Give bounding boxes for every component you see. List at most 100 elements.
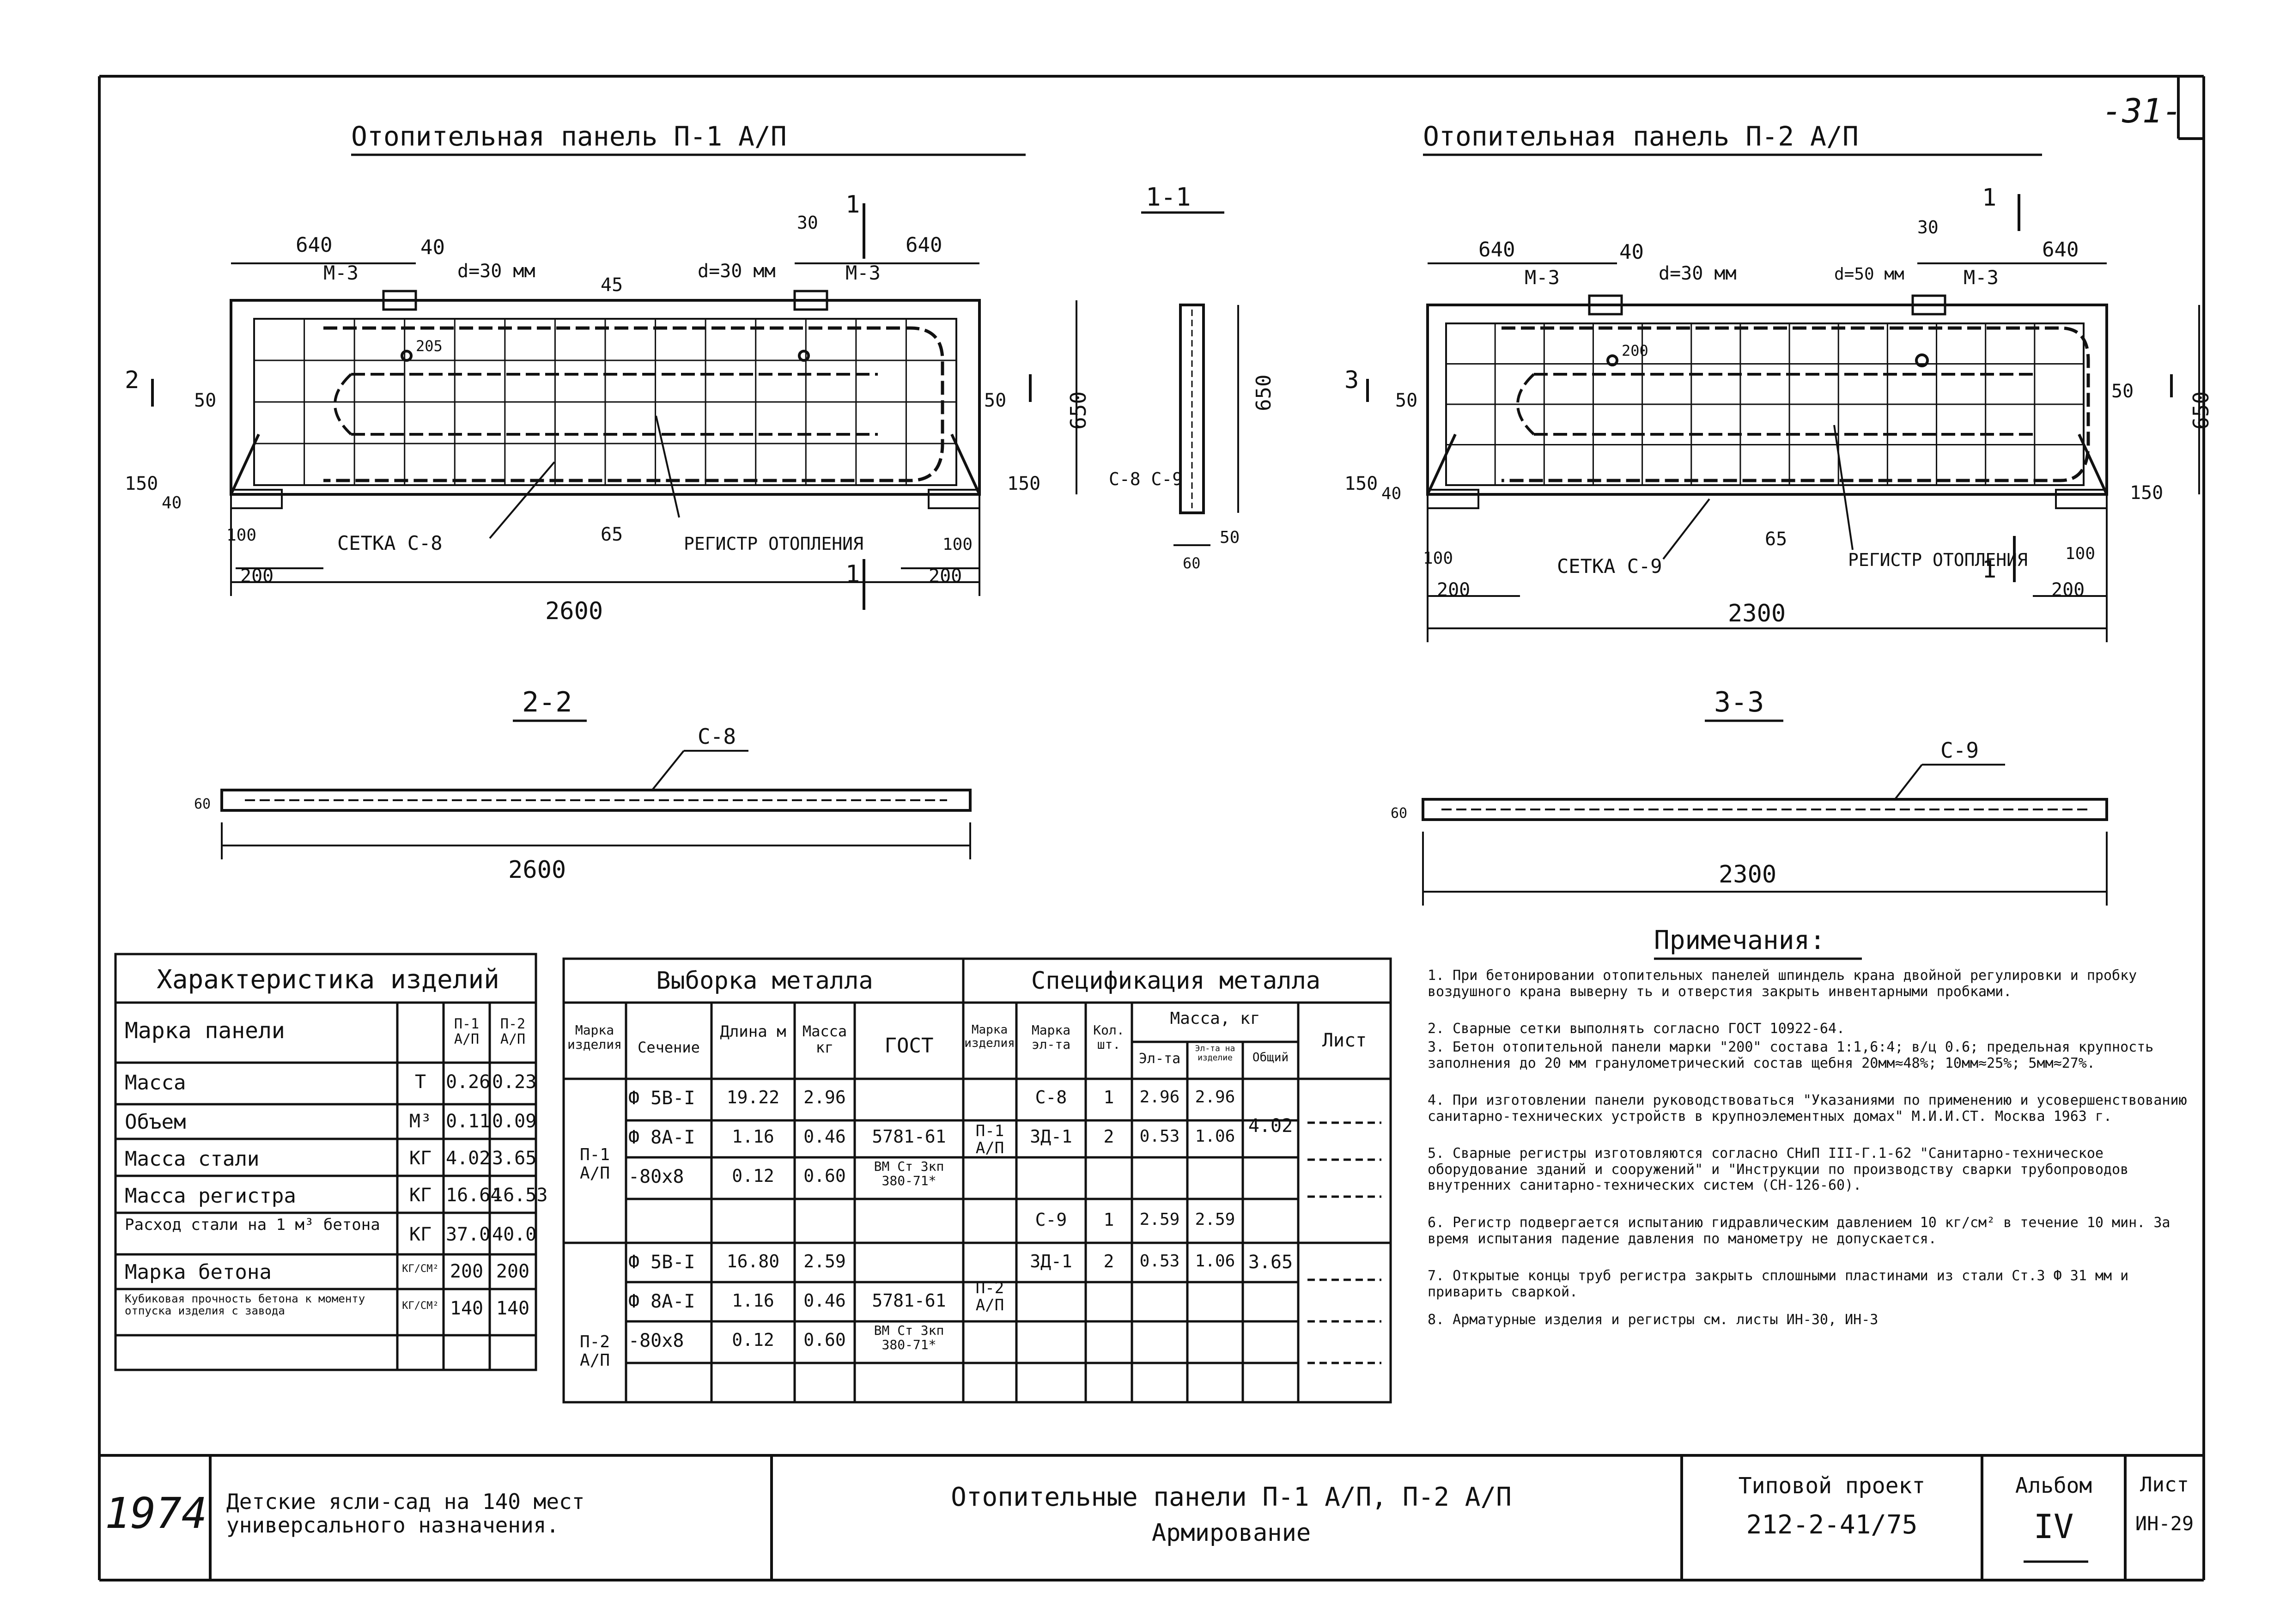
char-row-2-p2: 3.65 xyxy=(492,1148,537,1169)
char-row-0-unit: Т xyxy=(414,1071,426,1093)
left-label-100-b: 100 xyxy=(942,535,973,554)
char-row-5-p1: 200 xyxy=(450,1261,484,1282)
metal-g1-r0-length: 19.22 xyxy=(726,1087,780,1107)
spec-g1-r0-m1: 2.96 xyxy=(1139,1088,1180,1107)
char-row-1-p1: 0.11 xyxy=(446,1111,491,1132)
right-section-mark-3: 3 xyxy=(1344,366,1359,394)
char-row-3-p1: 16.64 xyxy=(446,1185,502,1206)
left-label-50-a: 50 xyxy=(194,390,216,411)
char-row-2-label: Масса стали xyxy=(125,1147,260,1171)
right-dim-640-a: 640 xyxy=(1478,238,1515,262)
right-label-200-b: 200 xyxy=(1437,579,1470,601)
metal-hdr-mark: Марка изделия xyxy=(567,1022,622,1052)
spec-g2-r1-m2: 1.06 xyxy=(1195,1252,1235,1271)
note-item-4: 4. При изготовлении панели руководствова… xyxy=(1428,1092,2187,1125)
metal-table-grid xyxy=(562,957,1392,1404)
spec-g2-r1-m1: 0.53 xyxy=(1139,1252,1180,1271)
right-label-length-2300: 2300 xyxy=(1728,600,1786,627)
section-3-3-profile xyxy=(1422,798,2108,821)
note-item-8: 8. Арматурные изделия и регистры см. лис… xyxy=(1428,1312,1879,1328)
right-label-200-a: 200 xyxy=(1622,342,1648,359)
char-row-4-label: Расход стали на 1 м³ бетона xyxy=(125,1216,380,1234)
spec-g1-r0-qty: 1 xyxy=(1103,1087,1114,1107)
right-label-d30: d=30 мм xyxy=(1659,263,1737,284)
right-dim-40: 40 xyxy=(1619,240,1644,264)
metal-hdr-gost: ГОСТ xyxy=(884,1034,934,1058)
metal-g1-mark: П-1 А/П xyxy=(579,1145,610,1183)
spec-g2-total: 3.65 xyxy=(1248,1252,1293,1273)
section-3-3-tag: С-9 xyxy=(1940,738,1979,763)
title-block-year: 1974 xyxy=(104,1489,207,1538)
metal-hdr-mass: Масса кг xyxy=(802,1022,847,1057)
section-2-2-length: 2600 xyxy=(508,856,566,884)
section-1-1-drawing xyxy=(1173,304,1239,546)
right-label-m3-b: М-3 xyxy=(1964,266,1999,289)
metal-g2-r1-section: Ф 8А-I xyxy=(628,1291,695,1312)
left-label-150-b: 150 xyxy=(1007,473,1040,494)
section-3-3-thickness: 60 xyxy=(1391,805,1407,821)
metal-g2-r2-length: 0.12 xyxy=(732,1330,774,1350)
right-label-height-650: 650 xyxy=(2189,391,2213,430)
section-1-1-profile xyxy=(1179,304,1205,514)
section-3-3-length: 2300 xyxy=(1719,861,1776,888)
notes-title: Примечания: xyxy=(1654,925,1825,955)
title-block-sheet-label: Лист xyxy=(2140,1473,2189,1496)
left-label-50-b: 50 xyxy=(984,390,1006,411)
char-row-5-p2: 200 xyxy=(496,1261,530,1282)
spec-g2-r0-m2: 2.59 xyxy=(1195,1210,1235,1229)
left-label-45: 45 xyxy=(601,274,623,296)
metal-g2-r1-length: 1.16 xyxy=(732,1290,774,1311)
right-embedded-part-m3-b xyxy=(1911,294,1946,316)
spec-g1-r0-m2: 2.96 xyxy=(1195,1088,1235,1107)
note-item-6: 6. Регистр подвергается испытанию гидрав… xyxy=(1428,1215,2170,1247)
metal-g1-r1-gost: 5781-61 xyxy=(872,1126,946,1147)
metal-g1-r2-gost: ВМ Ст 3кп 380-71* xyxy=(874,1159,944,1188)
title-block-project-number: 212-2-41/75 xyxy=(1746,1510,1918,1540)
metal-g1-r2-length: 0.12 xyxy=(732,1166,774,1186)
left-register-pipe xyxy=(323,326,944,482)
spec-hdr-total: Общий xyxy=(1252,1051,1289,1064)
char-table-title: Характеристика изделий xyxy=(157,965,499,995)
spec-hdr-sheet: Лист xyxy=(1322,1030,1367,1051)
metal-table-title-right: Спецификация металла xyxy=(1031,967,1321,995)
char-row-1-p2: 0.09 xyxy=(492,1111,537,1132)
left-label-205: 205 xyxy=(416,337,443,355)
section-1-1-label-c: С-8 С-9 xyxy=(1109,469,1183,489)
spec-g1-r1-m1: 0.53 xyxy=(1139,1127,1180,1146)
spec-g1-r1-el: ЗД-1 xyxy=(1030,1126,1072,1147)
left-label-height-650: 650 xyxy=(1066,391,1091,430)
right-label-100-b: 100 xyxy=(2065,544,2095,563)
left-dim-640-b: 640 xyxy=(906,233,942,257)
spec-g1-r0-el: С-8 xyxy=(1035,1087,1067,1107)
char-table-header-label: Марка панели xyxy=(125,1018,285,1044)
left-label-65: 65 xyxy=(601,524,623,545)
right-dim-30: 30 xyxy=(1917,217,1939,237)
left-label-200-a: 200 xyxy=(240,566,274,587)
char-row-3-label: Масса регистра xyxy=(125,1184,296,1208)
right-embedded-part-m3-a xyxy=(1588,294,1623,316)
spec-g1-mark: П-1 А/П xyxy=(975,1122,1004,1158)
title-block-grid xyxy=(99,1454,2204,1580)
section-3-3-title: 3-3 xyxy=(1714,686,1764,718)
char-row-3-p2: 16.53 xyxy=(492,1185,548,1206)
left-grid-mesh xyxy=(254,319,956,485)
right-label-50-a: 50 xyxy=(1395,390,1417,411)
right-label-150-b: 150 xyxy=(2130,482,2163,504)
title-block-sheet-number: ИН-29 xyxy=(2135,1512,2194,1535)
section-2-2-drawing xyxy=(220,750,972,859)
spec-g2-r1-el: ЗД-1 xyxy=(1030,1251,1072,1271)
left-label-length-2600: 2600 xyxy=(545,597,603,625)
page-number: -31- xyxy=(2102,91,2182,130)
metal-hdr-section: Сечение xyxy=(638,1039,700,1056)
metal-g2-r1-gost: 5781-61 xyxy=(872,1290,946,1311)
left-section-mark-1-bottom: 1 xyxy=(845,560,860,588)
section-1-1-height: 650 xyxy=(1252,375,1276,411)
title-block-object: Детские ясли-сад на 140 мест универсальн… xyxy=(226,1489,585,1538)
left-panel-labels: 640 40 30 640 М-3 М-3 d=30 мм d=30 мм 45… xyxy=(125,191,1091,625)
right-section-mark-1-top: 1 xyxy=(1982,184,1996,212)
metal-g1-r0-mass: 2.96 xyxy=(803,1087,846,1107)
left-label-200-b: 200 xyxy=(929,566,962,587)
left-label-150-a: 150 xyxy=(125,473,158,494)
section-1-1-label-50: 50 xyxy=(1220,528,1240,547)
